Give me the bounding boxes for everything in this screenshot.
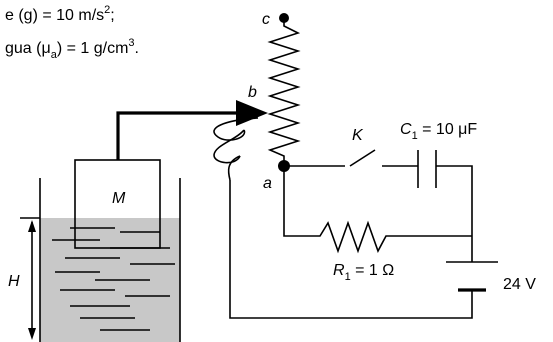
slider-arrow: [236, 100, 268, 126]
rheostat: [267, 18, 301, 164]
label-r1: R1 = 1 Ω: [333, 262, 394, 283]
label-a: a: [263, 175, 272, 192]
label-m: M: [112, 190, 126, 207]
gravity-text: e (g) = 10 m/s2;: [5, 4, 115, 24]
resistor-r1: [283, 166, 472, 254]
water-lines: [52, 227, 175, 331]
container: [39, 178, 181, 342]
label-c: c: [262, 11, 270, 28]
label-b: b: [248, 84, 257, 101]
label-c1: C1 = 10 μF: [400, 121, 477, 142]
wire-bottom: [229, 180, 473, 319]
switch-k: [349, 149, 376, 167]
height-dimension: [20, 217, 40, 340]
density-text: gua (μa) = 1 g/cm3.: [5, 37, 139, 61]
label-h: H: [8, 273, 20, 290]
wire-cap-battery: [436, 165, 473, 262]
rod: [116, 111, 240, 160]
label-battery: 24 V: [503, 276, 536, 293]
label-k: K: [352, 127, 364, 144]
spring: [213, 117, 259, 181]
